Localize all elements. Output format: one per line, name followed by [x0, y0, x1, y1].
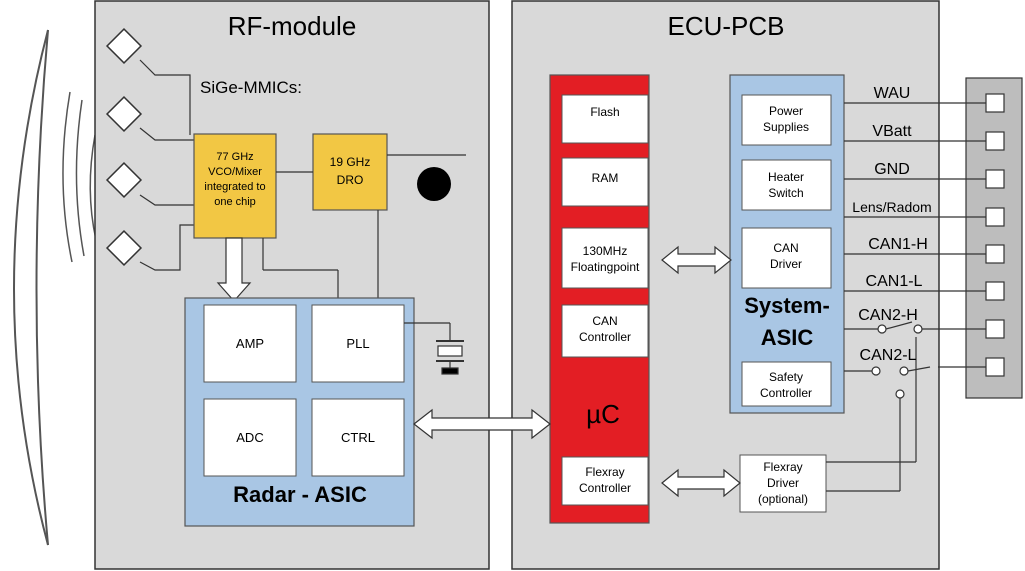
patch-antenna-icon: [105, 229, 143, 267]
pin-3-icon: [985, 169, 1005, 189]
pll-block: [311, 304, 405, 383]
system-asic-title-2: ASIC: [761, 325, 814, 350]
pin-label-can1l: CAN1-L: [866, 273, 923, 290]
vco-line-2: VCO/Mixer: [208, 166, 262, 178]
can-driver-line-1: CAN: [773, 241, 798, 255]
switch-contacts: [871, 324, 923, 399]
flexray-controller-line-1: Flexray: [585, 465, 624, 479]
ecu-pcb-title: ECU-PCB: [667, 11, 784, 41]
pll-label: PLL: [346, 336, 369, 351]
connector-pins: [985, 93, 1005, 377]
amp-block: [203, 304, 297, 383]
dro-line-1: 19 GHz: [330, 155, 371, 169]
microcontroller: [549, 74, 650, 524]
pin-6-icon: [985, 281, 1005, 301]
heater-line-2: Switch: [768, 186, 803, 200]
safety-line-2: Controller: [760, 386, 812, 400]
can2l-contact-icon: [871, 366, 881, 376]
safety-line-1: Safety: [769, 370, 803, 384]
uc-label: µC: [586, 399, 620, 429]
vco-line-4: one chip: [214, 196, 256, 208]
pin-label-can1h: CAN1-H: [868, 236, 928, 253]
radar-asic-title: Radar - ASIC: [233, 482, 367, 507]
can2l-contact-icon: [899, 366, 909, 376]
rf-module-title: RF-module: [228, 11, 357, 41]
pin-label-can2l: CAN2-L: [860, 347, 917, 364]
heater-line-1: Heater: [768, 170, 804, 184]
can2h-contact-icon: [877, 324, 887, 334]
down-arrow-icon: [216, 237, 252, 302]
flash-block: [561, 94, 649, 144]
pin-2-icon: [985, 131, 1005, 151]
mmic-label: SiGe-MMICs:: [200, 78, 302, 97]
ram-label: RAM: [592, 171, 619, 185]
flash-label: Flash: [590, 105, 619, 119]
dielectric-resonator-icon: [417, 167, 451, 201]
adc-block: [203, 398, 297, 477]
can2h-contact-icon: [913, 324, 923, 334]
flexray-driver-block: [739, 454, 827, 513]
can-controller-line-2: Controller: [579, 330, 631, 344]
ram-block: [561, 157, 649, 207]
pin-8-icon: [985, 357, 1005, 377]
antenna-feed-lines: [139, 59, 194, 271]
can-controller-line-1: CAN: [592, 314, 617, 328]
uc-system-asic-arrow: [661, 245, 732, 275]
flexray-controller-block: [561, 456, 649, 506]
system-asic-title-1: System-: [744, 293, 830, 318]
patch-antenna-icon: [105, 95, 143, 133]
safety-controller-block: [741, 361, 832, 407]
pin-7-icon: [985, 319, 1005, 339]
connector-housing: [965, 77, 1023, 399]
can-controller-block: [561, 304, 649, 358]
flexray-driver-line-3: (optional): [758, 492, 808, 506]
pin-5-icon: [985, 244, 1005, 264]
pin-label-wau: WAU: [874, 85, 911, 102]
ctrl-label: CTRL: [341, 430, 375, 445]
crystal-icon: [404, 322, 464, 375]
patch-antenna-icon: [105, 27, 143, 65]
fpu-line-2: Floatingpoint: [571, 260, 640, 274]
pin-label-lens-radom: Lens/Radom: [852, 199, 931, 215]
signal-wires: [826, 102, 986, 492]
power-line-1: Power: [769, 104, 803, 118]
dro-line-2: DRO: [337, 173, 364, 187]
adc-label: ADC: [236, 430, 263, 445]
patch-antennas: [105, 27, 143, 267]
amp-label: AMP: [236, 336, 264, 351]
radar-uc-bus-arrow: [413, 408, 551, 440]
ctrl-block: [311, 398, 405, 477]
power-supplies-block: [741, 94, 832, 146]
pin-label-vbatt: VBatt: [872, 123, 912, 140]
patch-antenna-icon: [105, 161, 143, 199]
pin-1-icon: [985, 93, 1005, 113]
pin-4-icon: [985, 207, 1005, 227]
rf-connection-lines: [262, 154, 466, 298]
can-driver-block: [741, 227, 832, 289]
fpu-line-1: 130MHz: [583, 244, 628, 258]
flexray-controller-line-2: Controller: [579, 481, 631, 495]
vco-line-1: 77 GHz: [216, 151, 253, 163]
flexray-driver-line-2: Driver: [767, 476, 799, 490]
power-line-2: Supplies: [763, 120, 809, 134]
vco-line-3: integrated to: [204, 181, 265, 193]
can-driver-line-2: Driver: [770, 257, 802, 271]
flexray-arrow: [661, 468, 741, 498]
pin-label-can2h: CAN2-H: [858, 307, 918, 324]
lens-icon: [13, 29, 97, 546]
fpu-block: [561, 227, 649, 289]
pin-label-gnd: GND: [874, 161, 910, 178]
flexray-contact-icon: [895, 389, 905, 399]
heater-switch-block: [741, 159, 832, 211]
dro-chip: [312, 133, 388, 211]
flexray-driver-line-1: Flexray: [763, 460, 802, 474]
